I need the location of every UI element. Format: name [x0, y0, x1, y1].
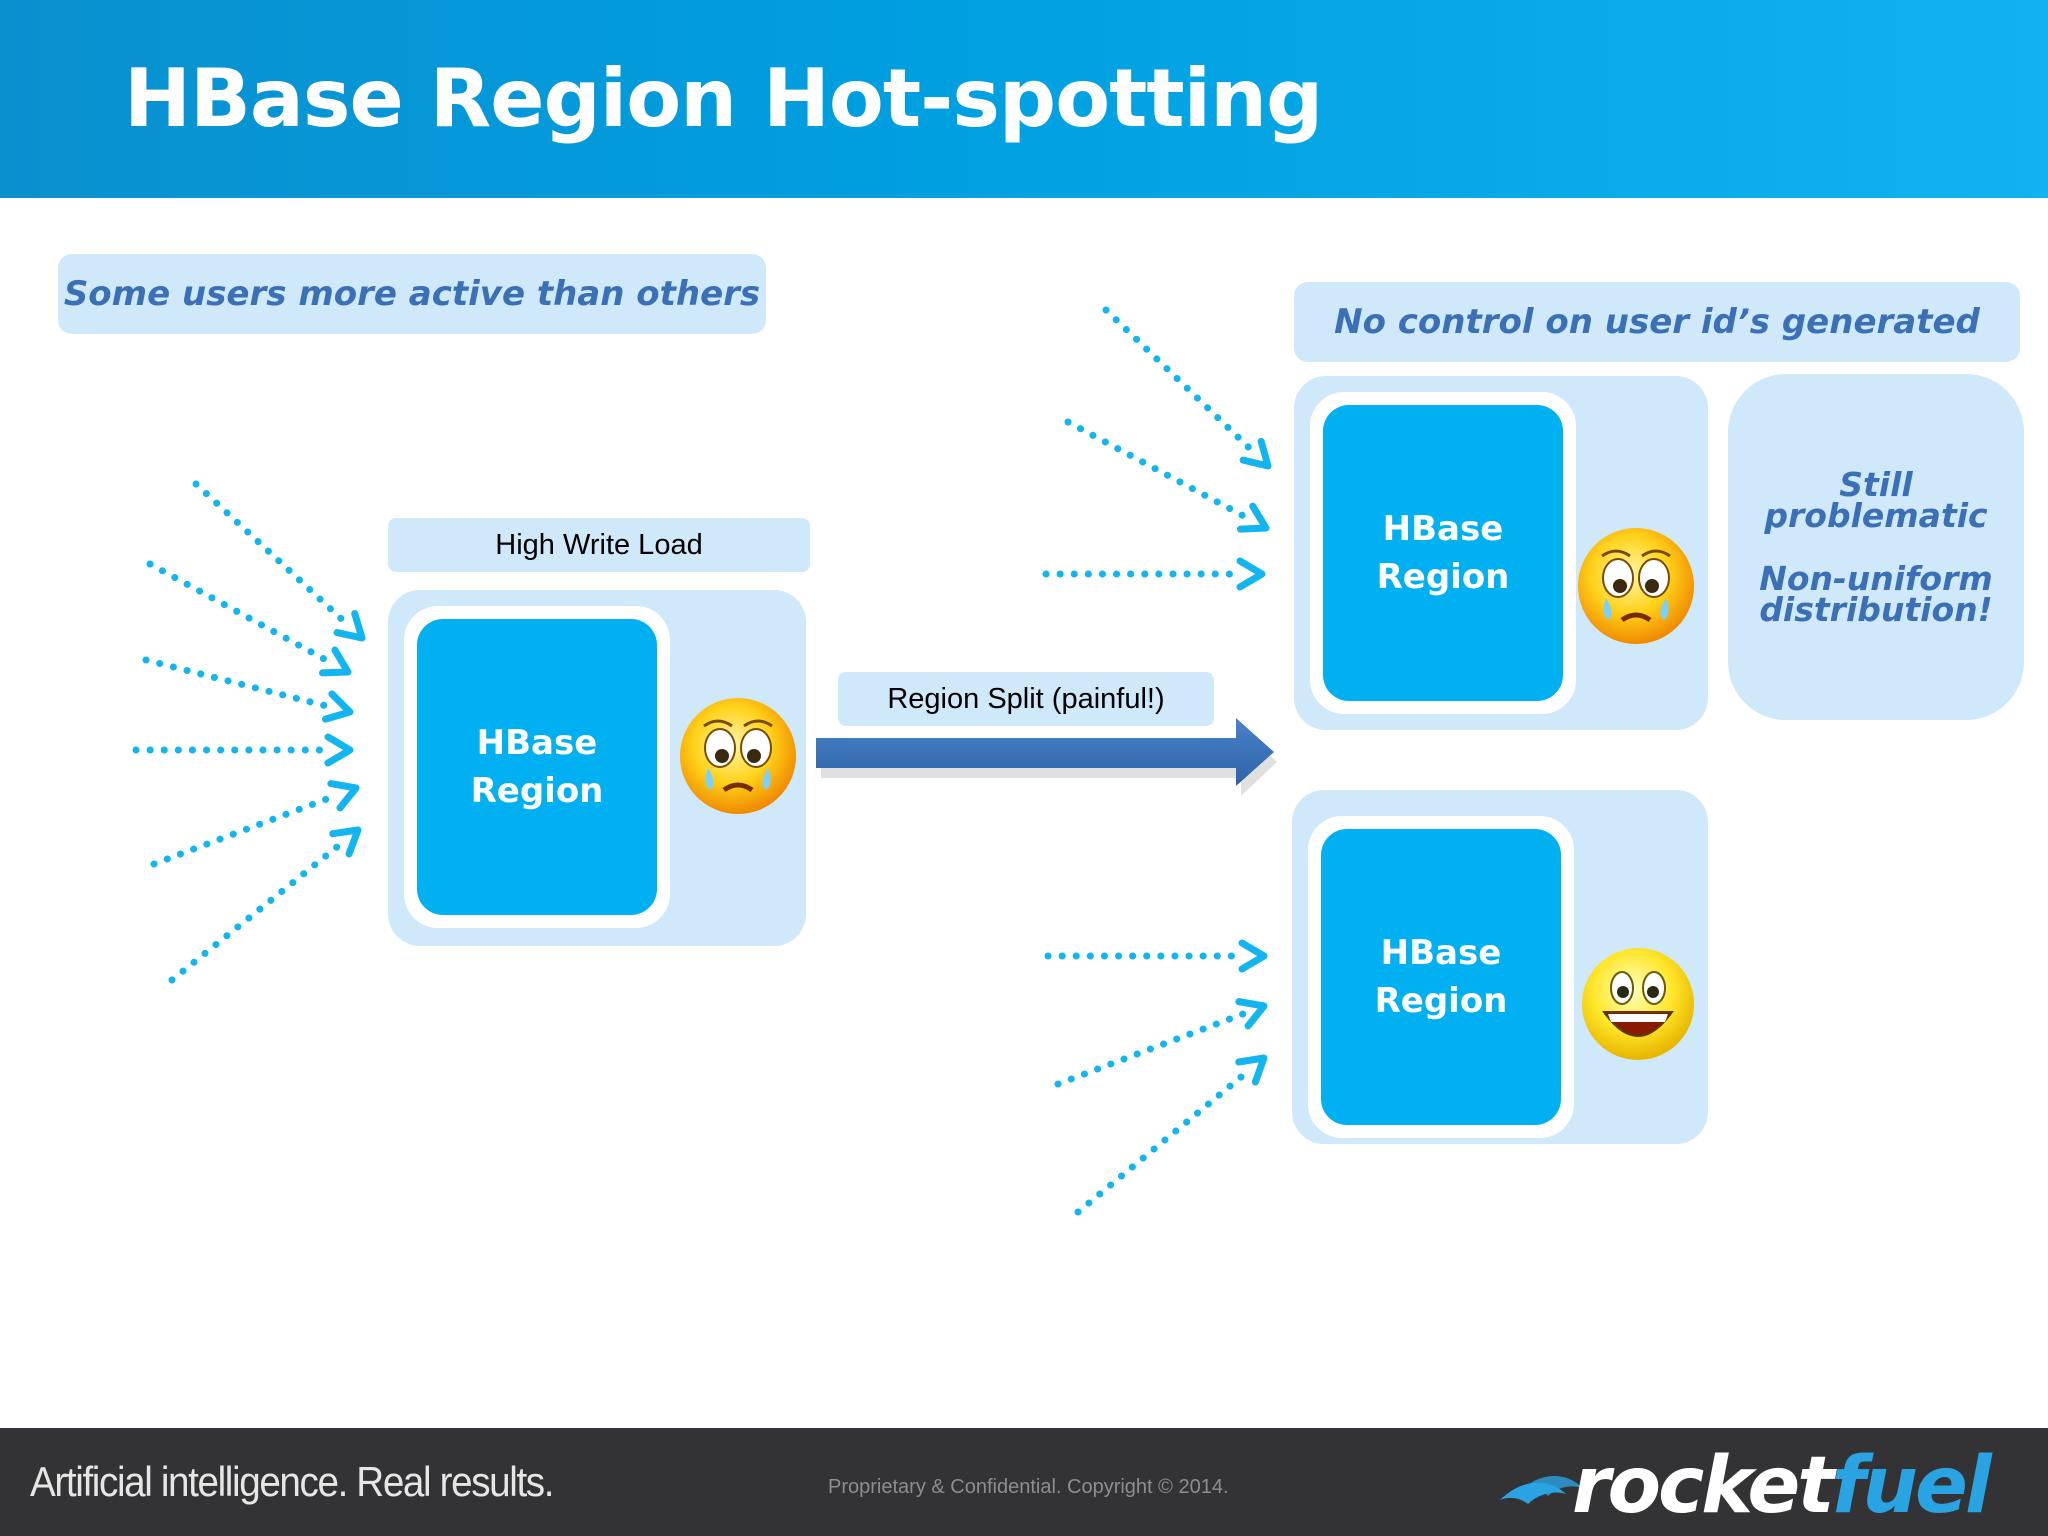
split-top-region-line1: HBase [1382, 509, 1504, 549]
dotted-arrow-head-icon [1239, 437, 1272, 470]
rocketfuel-swoosh-icon [1500, 1475, 1582, 1504]
dotted-arrow-head-icon [327, 780, 360, 812]
split-bottom-region-frame: HBase Region [1308, 816, 1574, 1138]
dotted-arrow-head-icon [321, 690, 354, 723]
still-problematic-note: Still problematic Non-uniform distributi… [1728, 374, 2024, 720]
note-line2: problematic [1764, 496, 1988, 535]
dotted-arrow-head-icon [1235, 998, 1268, 1030]
dotted-arrow-shaft [168, 840, 345, 984]
dotted-arrow-shaft [150, 792, 339, 868]
region-split-arrow [816, 718, 1277, 796]
dotted-arrow-head-icon [1235, 1054, 1268, 1086]
dotted-arrow-head-icon [1236, 502, 1270, 533]
slide-title: HBase Region Hot-spotting [124, 52, 1323, 145]
dotted-arrow-shaft [1074, 1068, 1251, 1216]
dotted-arrow-shaft [1054, 1010, 1247, 1088]
dotted-arrow-head-icon [333, 610, 366, 642]
high-write-load-label: High Write Load [388, 518, 810, 572]
dotted-arrow-head-icon [329, 826, 362, 858]
dotted-arrow-head-icon [1236, 557, 1266, 591]
dotted-arrow-shaft [142, 656, 333, 711]
dotted-arrow-shaft [1102, 306, 1256, 455]
split-top-hbase-region: HBase Region [1323, 405, 1563, 701]
note-line1: Still [1839, 465, 1913, 504]
dotted-arrow-shaft [146, 560, 333, 665]
crying-face-icon [1578, 528, 1694, 644]
split-bottom-hbase-region: HBase Region [1321, 829, 1561, 1125]
incoming-write-arrows [132, 306, 1272, 1216]
region-split-label: Region Split (painful!) [838, 672, 1214, 726]
split-bottom-region-line2: Region [1374, 981, 1508, 1021]
callout-active-users: Some users more active than others [58, 254, 766, 334]
source-hbase-region: HBase Region [417, 619, 657, 915]
dotted-arrow-shaft [192, 480, 350, 627]
source-region-line2: Region [470, 771, 604, 811]
split-top-region-line2: Region [1376, 557, 1510, 597]
dotted-arrow-head-icon [1238, 939, 1268, 973]
svg-text:rocketfuel: rocketfuel [1572, 1441, 1993, 1528]
slide-footer: Artificial intelligence. Real results. P… [0, 1428, 2048, 1536]
dotted-arrow-shaft [1064, 418, 1251, 522]
callout-no-control: No control on user id’s generated [1294, 282, 2020, 362]
laughing-face-icon [1582, 948, 1694, 1060]
callout-no-control-text: No control on user id’s generated [1334, 302, 1980, 342]
rocketfuel-logo: rocketfuel [1500, 1441, 1996, 1528]
crying-face-icon [680, 698, 796, 814]
note-line3: Non-uniform [1759, 559, 1993, 598]
footer-copyright: Proprietary & Confidential. Copyright © … [828, 1476, 1229, 1498]
split-top-region-frame: HBase Region [1310, 392, 1576, 714]
high-write-load-text: High Write Load [495, 528, 703, 561]
note-line4: distribution! [1759, 590, 1993, 629]
callout-active-users-text: Some users more active than others [63, 274, 761, 314]
split-bottom-region-line1: HBase [1380, 933, 1502, 973]
dotted-arrow-head-icon [318, 646, 352, 677]
logo-word-rocket: rocket [1572, 1441, 1837, 1528]
region-split-text: Region Split (painful!) [887, 682, 1165, 715]
source-region-frame: HBase Region [404, 606, 670, 928]
footer-tagline: Artificial intelligence. Real results. [30, 1458, 554, 1505]
source-region-line1: HBase [476, 723, 598, 763]
dotted-arrow-head-icon [324, 733, 354, 767]
logo-word-fuel: fuel [1832, 1441, 1993, 1528]
slide-header: HBase Region Hot-spotting [0, 0, 2048, 198]
